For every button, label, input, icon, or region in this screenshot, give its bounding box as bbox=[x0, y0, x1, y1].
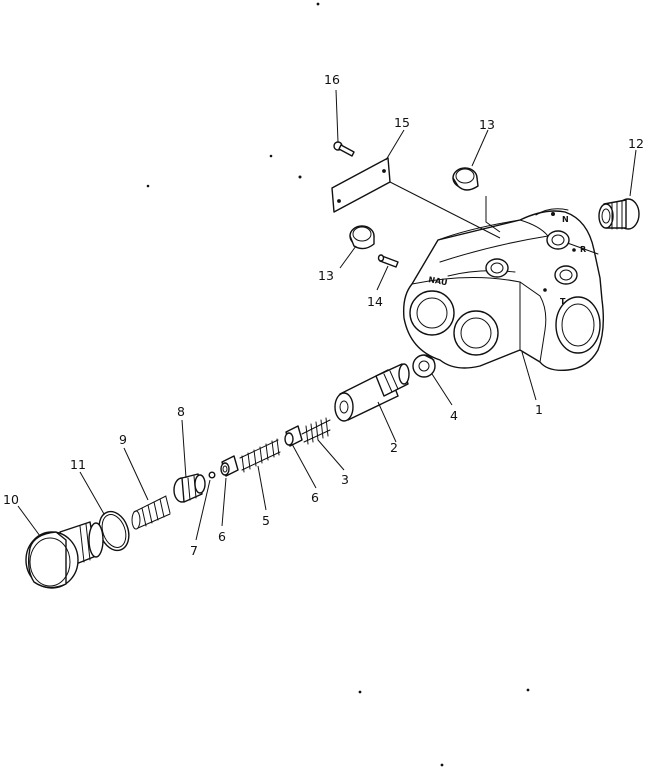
plug-left bbox=[349, 225, 375, 250]
leader-lines bbox=[17, 89, 637, 541]
callout-8: 8 bbox=[177, 404, 185, 419]
spring-long bbox=[239, 438, 281, 473]
ball bbox=[208, 471, 216, 479]
pin bbox=[377, 254, 399, 268]
callout-6-left: 6 bbox=[218, 529, 226, 544]
plug-right bbox=[598, 198, 640, 230]
callout-16: 16 bbox=[324, 72, 340, 87]
callout-10: 10 bbox=[3, 492, 19, 507]
callout-1: 1 bbox=[535, 402, 543, 417]
port-mark-r: R bbox=[580, 245, 586, 254]
port-mark-t: T bbox=[560, 297, 566, 306]
side-marking: NAU bbox=[428, 275, 448, 287]
plate-screw bbox=[333, 141, 355, 157]
callout-3: 3 bbox=[341, 472, 349, 487]
spool-sleeve bbox=[334, 363, 410, 422]
callout-5: 5 bbox=[262, 513, 270, 528]
spring-small bbox=[301, 417, 331, 445]
callout-14: 14 bbox=[367, 294, 383, 309]
callout-13-top: 13 bbox=[479, 117, 495, 132]
scan-specks bbox=[146, 2, 530, 767]
callout-labels: 1 2 3 4 5 6 6 7 8 9 10 11 12 13 13 14 15… bbox=[3, 72, 644, 558]
plug-top bbox=[452, 167, 501, 233]
end-cap bbox=[25, 521, 104, 589]
callout-9: 9 bbox=[119, 432, 127, 447]
spring-seat-left bbox=[220, 455, 239, 477]
valve-body: N R T NAU bbox=[402, 208, 605, 372]
callout-12: 12 bbox=[628, 136, 644, 151]
callout-15: 15 bbox=[394, 115, 410, 130]
washer bbox=[412, 354, 436, 378]
nameplate bbox=[331, 157, 501, 239]
callout-4: 4 bbox=[450, 408, 458, 423]
callout-7: 7 bbox=[190, 543, 198, 558]
callout-13-left: 13 bbox=[318, 268, 334, 283]
callout-2: 2 bbox=[390, 440, 398, 455]
poppet bbox=[173, 473, 206, 503]
spring-seat-right bbox=[284, 425, 303, 447]
spring-main bbox=[131, 495, 171, 530]
port-mark-n: N bbox=[562, 215, 569, 224]
callout-11: 11 bbox=[70, 457, 86, 472]
callout-6-right: 6 bbox=[311, 490, 319, 505]
